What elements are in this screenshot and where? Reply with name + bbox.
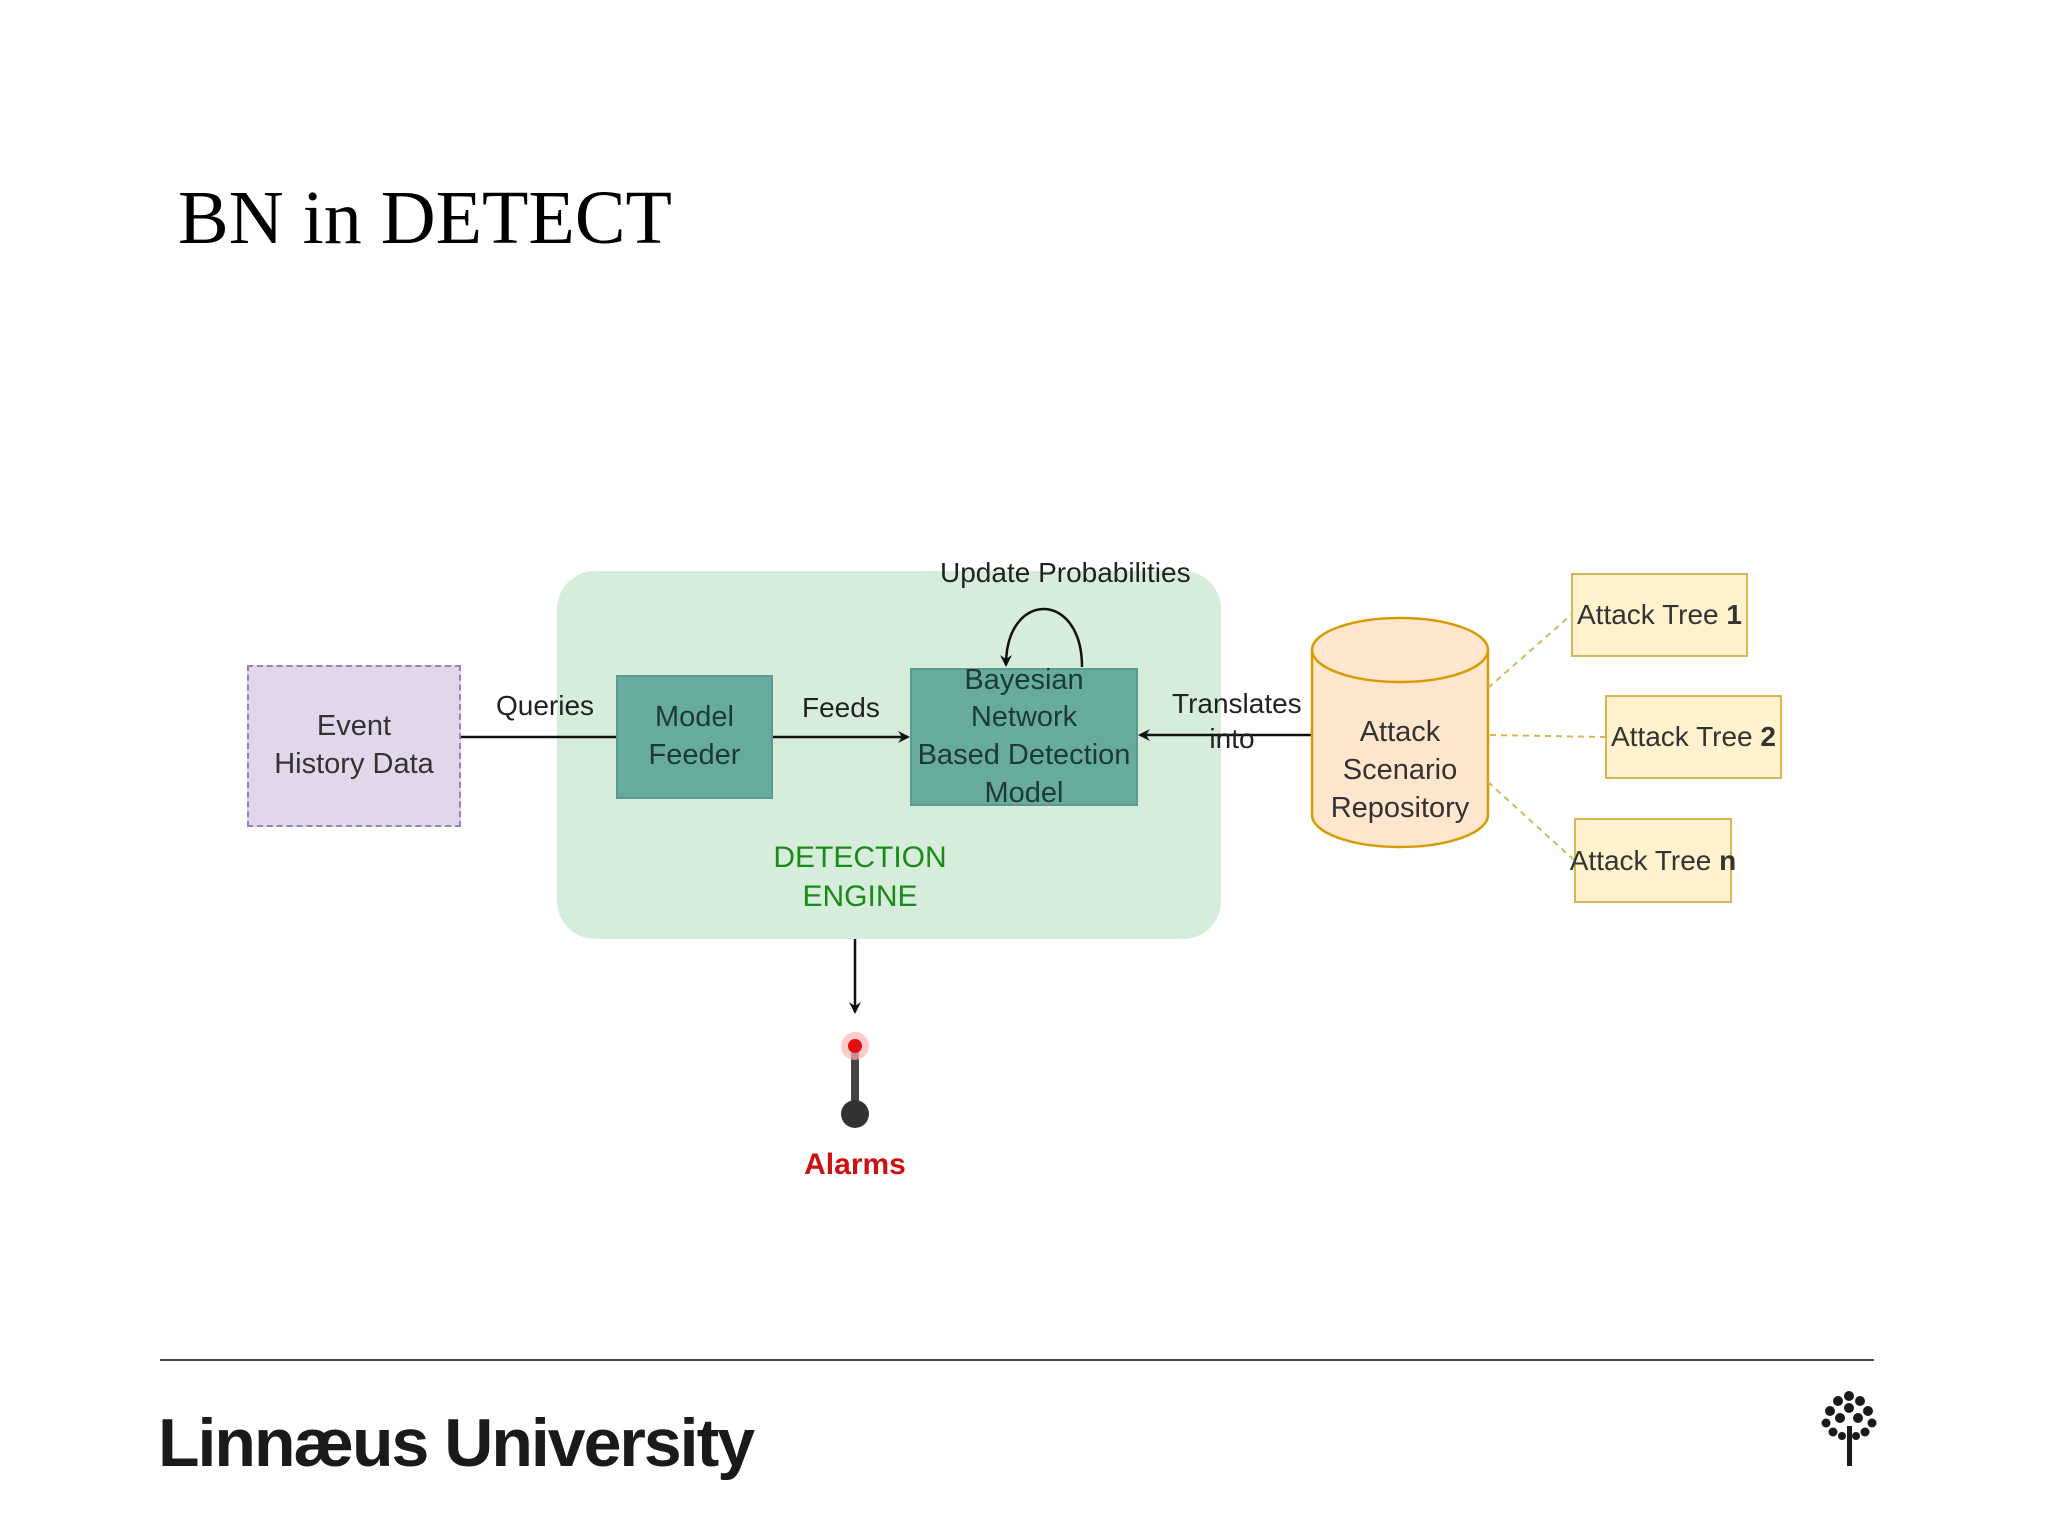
attack-tree-index: 2 bbox=[1760, 721, 1776, 752]
update-probabilities-label: Update Probabilities bbox=[940, 557, 1191, 588]
treen-connector bbox=[1487, 781, 1575, 861]
attack-tree-prefix: Attack Tree bbox=[1577, 599, 1727, 630]
update-loop-arrow bbox=[1000, 607, 1084, 668]
feeds-label: Feeds bbox=[802, 692, 880, 723]
university-wordmark: Linnæus University bbox=[158, 1405, 755, 1481]
tree-logo-icon bbox=[1821, 1391, 1877, 1466]
queries-label: Queries bbox=[496, 690, 595, 721]
alarms-label: Alarms bbox=[804, 1148, 906, 1181]
attack-tree-prefix: Attack Tree bbox=[1569, 844, 1720, 876]
attack-tree-1-node: Attack Tree 1 bbox=[1571, 573, 1748, 657]
model-feeder-node: Model Feeder bbox=[616, 675, 773, 799]
attack-tree-prefix: Attack Tree bbox=[1611, 721, 1761, 752]
attack-scenario-repository-label: Attack Scenario Repository bbox=[1330, 715, 1470, 825]
attack-tree-index: 1 bbox=[1726, 599, 1742, 630]
alarm-light-icon bbox=[841, 1032, 869, 1128]
bayesian-network-model-node: Bayesian Network Based Detection Model bbox=[910, 664, 1138, 809]
tree1-connector bbox=[1487, 614, 1572, 689]
repository-cylinder bbox=[1310, 616, 1490, 849]
slide-title: BN in DETECT bbox=[178, 176, 672, 260]
attack-tree-2-node: Attack Tree 2 bbox=[1605, 695, 1782, 779]
tree2-connector bbox=[1489, 734, 1606, 738]
attack-tree-n-node: Attack Tree n bbox=[1570, 818, 1736, 903]
detection-engine-label: DETECTION ENGINE bbox=[773, 841, 947, 913]
attack-tree-index: n bbox=[1719, 844, 1737, 876]
translates-into-label: Translates into bbox=[1172, 688, 1302, 754]
footer-divider bbox=[160, 1359, 1874, 1361]
event-history-data-node: Event History Data bbox=[247, 665, 461, 827]
